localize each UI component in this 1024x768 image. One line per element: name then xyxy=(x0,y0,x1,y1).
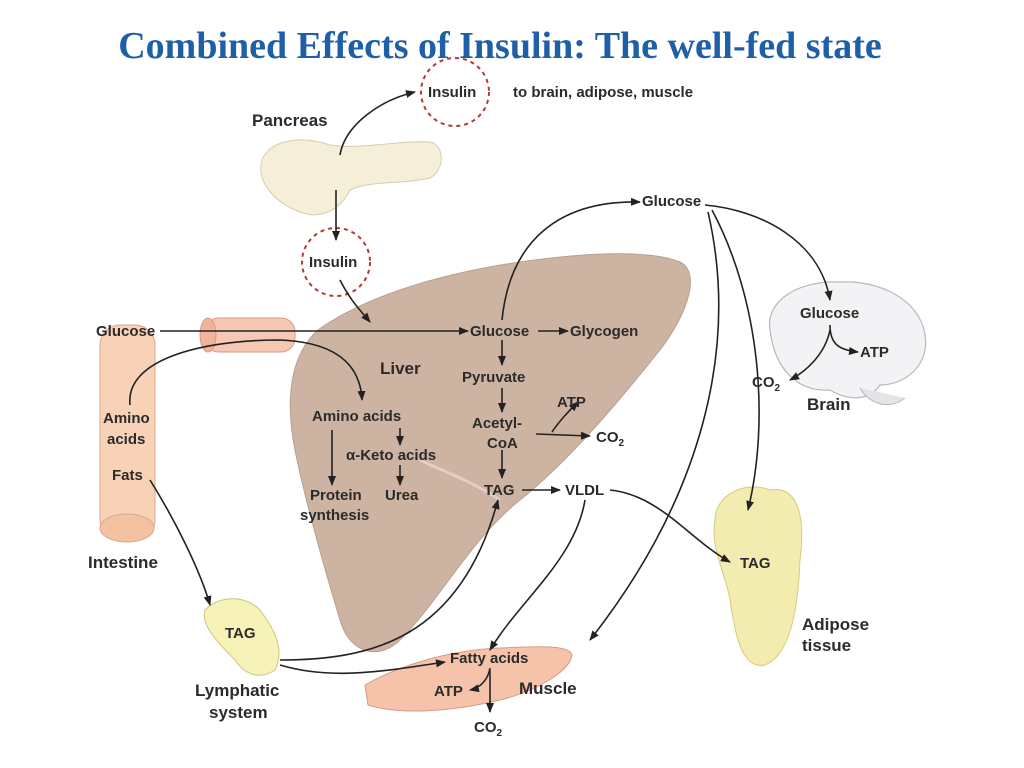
label-insulin-target: to brain, adipose, muscle xyxy=(513,84,693,101)
intestine-opening xyxy=(99,513,155,543)
label-acetyl-line2: CoA xyxy=(487,435,518,452)
label-atp-liver: ATP xyxy=(557,394,586,411)
brain-cerebellum xyxy=(859,387,906,406)
pancreas-shape xyxy=(260,139,442,216)
label-intestine: Intestine xyxy=(88,553,158,572)
lymphatic-shape xyxy=(203,598,280,676)
label-tag-liver: TAG xyxy=(484,482,515,499)
label-fatty-acids: Fatty acids xyxy=(450,650,528,667)
label-liver: Liver xyxy=(380,359,421,378)
label-adipose-line1: Adipose xyxy=(802,615,869,634)
portal-vessel xyxy=(204,317,296,353)
label-co2-liver: CO2 xyxy=(596,429,625,449)
muscle-shape xyxy=(364,646,573,712)
label-protein-line2: synthesis xyxy=(300,507,369,524)
label-glucose-top: Glucose xyxy=(642,193,701,210)
label-insulin-top: Insulin xyxy=(428,84,476,101)
label-brain-atp: ATP xyxy=(860,344,889,361)
label-atp-muscle: ATP xyxy=(434,683,463,700)
label-brain-glucose: Glucose xyxy=(800,305,859,322)
label-glycogen: Glycogen xyxy=(570,323,638,340)
label-amino-line2: acids xyxy=(107,431,145,448)
liver-shape xyxy=(289,253,691,653)
label-tag-adipose: TAG xyxy=(740,555,771,572)
liver-lobe-line xyxy=(419,458,501,502)
label-liver-glucose: Glucose xyxy=(470,323,529,340)
insulin-burst-top xyxy=(420,57,490,127)
label-keto-acids: α-Keto acids xyxy=(346,447,436,464)
label-pancreas: Pancreas xyxy=(252,111,328,130)
label-fats: Fats xyxy=(112,467,143,484)
label-co2-muscle: CO2 xyxy=(474,719,503,739)
label-protein-line1: Protein xyxy=(310,487,362,504)
adipose-shape xyxy=(713,486,803,666)
label-brain-co2: CO2 xyxy=(752,374,781,394)
label-pyruvate: Pyruvate xyxy=(462,369,525,386)
page-title: Combined Effects of Insulin: The well-fe… xyxy=(118,25,882,67)
label-liver-amino-acids: Amino acids xyxy=(312,408,401,425)
label-muscle: Muscle xyxy=(519,679,577,698)
label-glucose-intestine: Glucose xyxy=(96,323,155,340)
label-acetyl-line1: Acetyl- xyxy=(472,415,522,432)
brain-shape xyxy=(769,281,927,399)
label-brain: Brain xyxy=(807,395,850,414)
label-tag-lymph: TAG xyxy=(225,625,256,642)
label-vldl: VLDL xyxy=(565,482,604,499)
portal-vessel-end xyxy=(199,317,217,353)
label-adipose-line2: tissue xyxy=(802,636,851,655)
label-urea: Urea xyxy=(385,487,419,504)
label-amino-line1: Amino xyxy=(103,410,150,427)
label-lymphatic-line1: Lymphatic xyxy=(195,681,279,700)
label-insulin-mid: Insulin xyxy=(309,254,357,271)
label-lymphatic-line2: system xyxy=(209,703,268,722)
insulin-burst-mid xyxy=(301,227,371,297)
